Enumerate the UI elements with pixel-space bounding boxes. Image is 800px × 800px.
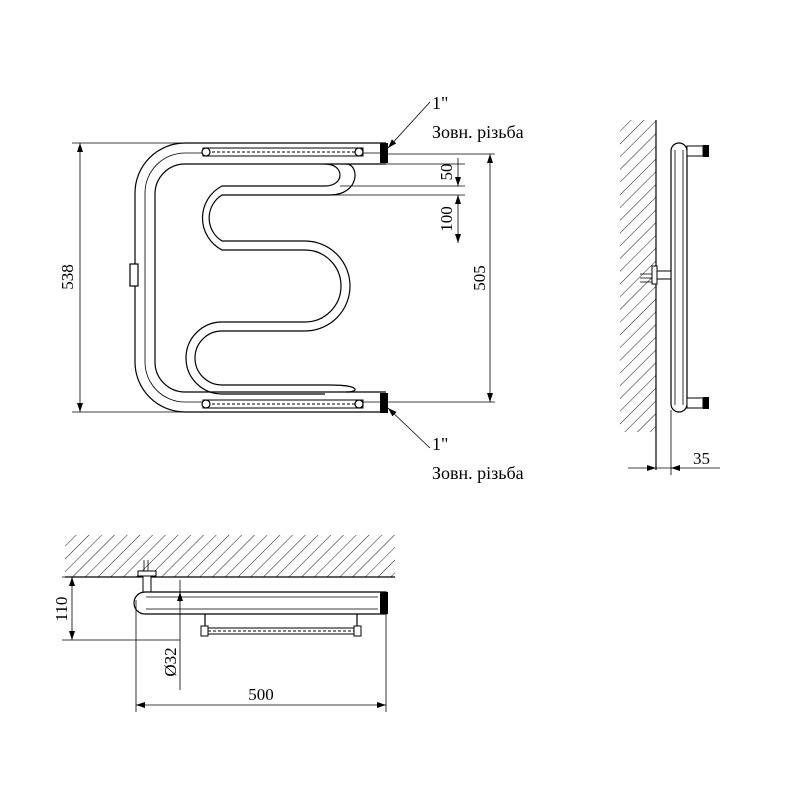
bottom-shelf-bar bbox=[201, 399, 364, 409]
main-tube bbox=[134, 142, 386, 413]
side-top-connector bbox=[686, 145, 709, 157]
dim-wall-offset-side: 35 bbox=[693, 449, 710, 468]
front-view bbox=[129, 142, 388, 413]
dim-overall-width: 500 bbox=[248, 685, 274, 704]
top-connector bbox=[380, 143, 388, 163]
top-wall-hatch bbox=[65, 535, 395, 577]
dim-center-distance: 505 bbox=[470, 265, 489, 291]
top-thread-size: 1" bbox=[432, 93, 448, 113]
top-wall-mount bbox=[137, 560, 157, 593]
top-view: 110 Ø32 500 bbox=[52, 535, 395, 712]
dim-wall-offset-top: 110 bbox=[52, 597, 71, 622]
side-wall-mount bbox=[640, 265, 672, 285]
serpentine-loops bbox=[185, 163, 356, 395]
dim-loop-pitch: 100 bbox=[437, 206, 456, 232]
dim-tube-diameter: Ø32 bbox=[161, 647, 180, 676]
top-shelf-bar bbox=[201, 147, 364, 157]
dim-overall-height: 538 bbox=[58, 264, 77, 290]
front-dimensions: 538 505 50 100 bbox=[58, 101, 495, 449]
bottom-thread-type: Зовн. різьба bbox=[432, 463, 524, 483]
top-view-shelf bbox=[200, 614, 362, 637]
bottom-connector bbox=[380, 393, 388, 413]
side-wall-hatch bbox=[620, 120, 656, 432]
top-thread-type: Зовн. різьба bbox=[432, 122, 524, 142]
wall-bracket bbox=[129, 263, 139, 287]
side-tube bbox=[670, 142, 688, 413]
side-view: 35 bbox=[620, 120, 720, 475]
side-bottom-connector bbox=[686, 397, 709, 409]
dim-loop-offset: 50 bbox=[437, 164, 456, 181]
top-tube bbox=[133, 591, 388, 615]
bottom-thread-size: 1" bbox=[432, 434, 448, 454]
